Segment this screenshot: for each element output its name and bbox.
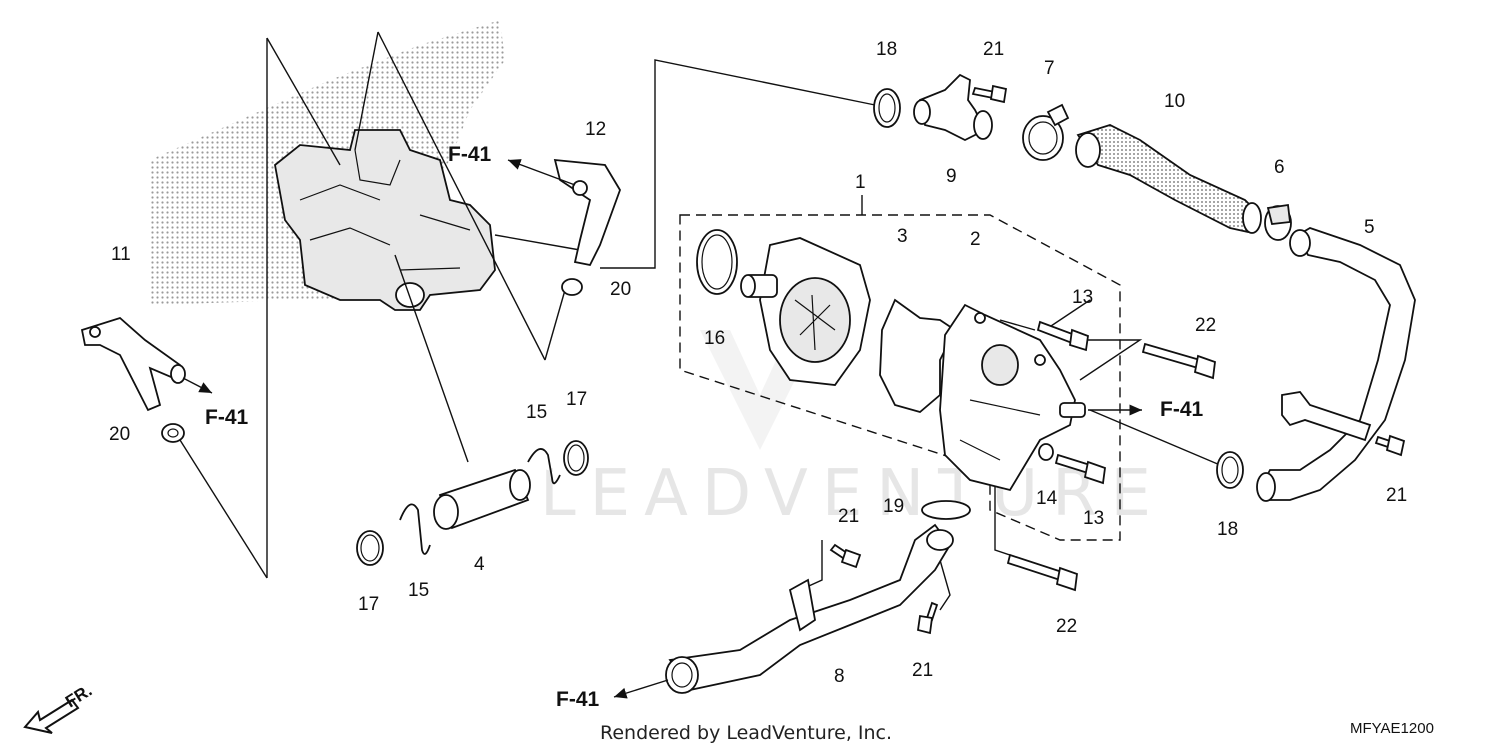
- callout-13-upper: 13: [1072, 287, 1093, 308]
- part-17-o-ring-upper: [563, 440, 589, 476]
- part-21-bolt-pipe8-upper: [829, 543, 862, 569]
- part-13-bolt-upper: [1036, 320, 1089, 352]
- callout-8: 8: [834, 666, 845, 687]
- part-2-pump-cover: [939, 303, 1086, 492]
- part-20-nut-lower: [161, 423, 185, 443]
- part-13-bolt-lower: [1054, 453, 1106, 485]
- callout-17-upper: 17: [566, 389, 587, 410]
- part-6-hose-clamp: [1264, 203, 1292, 241]
- part-18-o-ring-right: [1216, 451, 1244, 489]
- callout-21-pipe-upper: 21: [838, 506, 859, 527]
- watermark-text: LEADVENTURE: [540, 457, 1165, 531]
- callout-21-right: 21: [1386, 485, 1407, 506]
- part-17-o-ring-lower: [356, 530, 384, 566]
- callout-11: 11: [111, 244, 131, 265]
- callout-18-right: 18: [1217, 519, 1238, 540]
- part-19-o-ring: [921, 500, 971, 520]
- part-1-water-pump: [740, 237, 871, 386]
- part-12-water-pipe-fitting: [553, 158, 621, 267]
- reference-label-f41-top: F-41: [448, 143, 492, 166]
- callout-12: 12: [585, 119, 606, 140]
- part-18-o-ring-top: [873, 88, 901, 128]
- callout-17-lower: 17: [358, 594, 379, 615]
- part-8-water-pipe: [665, 523, 954, 694]
- part-10-water-hose: [1075, 124, 1262, 234]
- callout-7: 7: [1044, 58, 1055, 79]
- reference-label-f41-left: F-41: [205, 406, 249, 429]
- part-9-joint-housing: [913, 73, 993, 142]
- callout-16: 16: [704, 328, 725, 349]
- reference-label-f41-bottom: F-41: [556, 688, 600, 711]
- reference-arrows: [182, 159, 1142, 699]
- front-direction-arrow-icon: [23, 698, 80, 734]
- callout-14: 14: [1036, 488, 1058, 509]
- callout-15-upper: 15: [526, 402, 547, 423]
- part-4-connector-pipe: [433, 468, 531, 530]
- callout-22-upper: 22: [1195, 315, 1216, 336]
- callout-9: 9: [946, 166, 957, 187]
- water-pump-assembly-box: [679, 195, 1121, 541]
- part-16-o-ring: [696, 229, 738, 295]
- part-11-water-pipe-fitting: [80, 316, 186, 412]
- part-15-clip-lower: [399, 503, 431, 555]
- part-5-water-hose: [1256, 227, 1416, 502]
- diagram-code: MFYAE1200: [1350, 720, 1434, 737]
- callout-4: 4: [474, 554, 485, 575]
- callout-3: 3: [897, 226, 908, 247]
- callout-20-lower: 20: [109, 424, 130, 445]
- callout-2: 2: [970, 229, 981, 250]
- part-15-clip-upper: [527, 448, 561, 485]
- part-14-washer: [1038, 443, 1054, 461]
- callout-19: 19: [883, 496, 904, 517]
- part-21-bolt-pipe8-lower: [916, 601, 939, 635]
- callout-18-top: 18: [876, 39, 897, 60]
- part-21-bolt-right: [1374, 434, 1406, 457]
- leader-lines: [179, 31, 1221, 611]
- footer-credit: Rendered by LeadVenture, Inc.: [600, 722, 892, 744]
- callout-20-upper: 20: [610, 279, 631, 300]
- callout-5: 5: [1364, 217, 1375, 238]
- callout-6: 6: [1274, 157, 1285, 178]
- callout-10: 10: [1164, 91, 1185, 112]
- callout-21-top: 21: [983, 39, 1004, 60]
- engine-block-outline: [274, 129, 496, 311]
- callout-13-lower: 13: [1083, 508, 1104, 529]
- callout-22-lower: 22: [1056, 616, 1077, 637]
- part-22-bolt-lower: [1006, 553, 1078, 592]
- part-3-gasket: [879, 298, 957, 413]
- reference-label-f41-right: F-41: [1160, 398, 1204, 421]
- part-number-callouts: 1 2 3 4 5 6 7 8 9 10 11 12 13 13 14 15 1…: [109, 39, 1407, 687]
- callout-15-lower: 15: [408, 580, 429, 601]
- part-7-hose-clamp: [1022, 103, 1070, 161]
- part-21-bolt-top: [971, 84, 1008, 104]
- part-20-nut-upper: [561, 278, 583, 296]
- callout-1: 1: [855, 172, 866, 193]
- part-22-bolt-upper: [1141, 342, 1216, 380]
- callout-21-pipe-lower: 21: [912, 660, 933, 681]
